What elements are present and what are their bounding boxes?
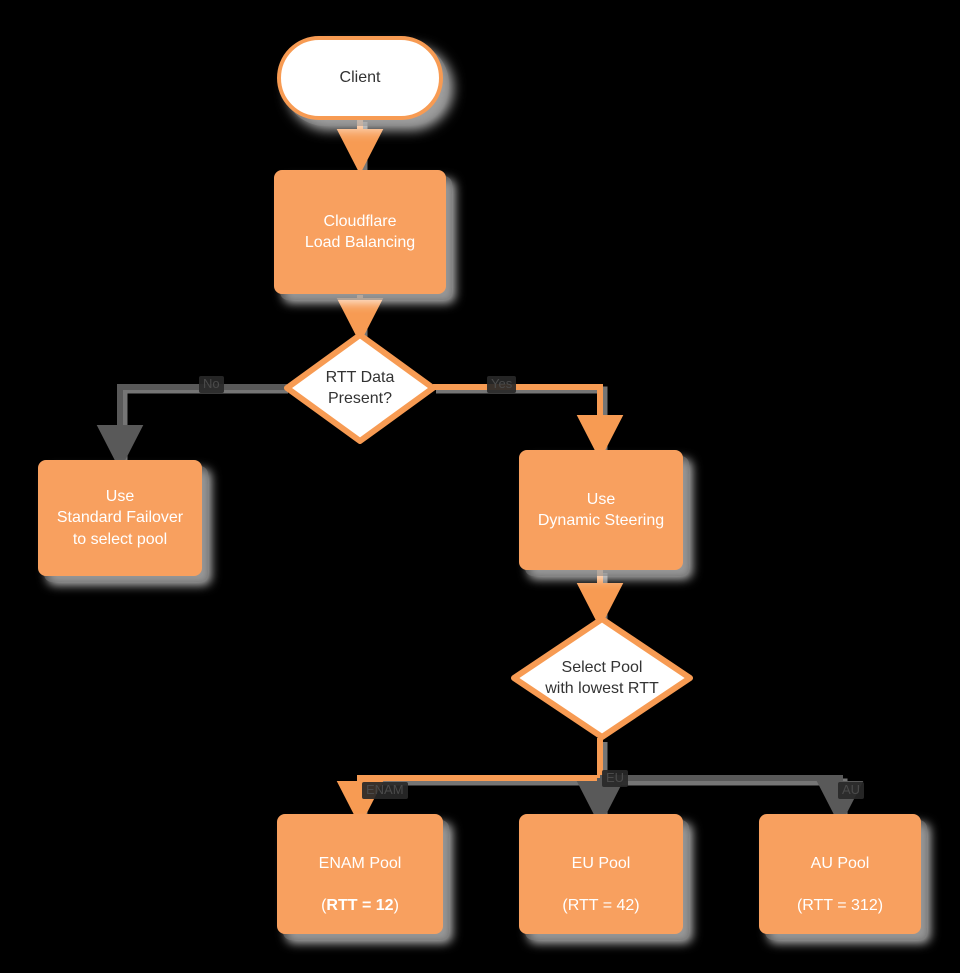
node-cloudflare-load-balancing[interactable]: Cloudflare Load Balancing xyxy=(274,170,446,294)
node-enam-pool-rtt: (RTT = 12) xyxy=(321,897,399,915)
node-select-pool-lowest-rtt[interactable]: Select Pool with lowest RTT xyxy=(511,616,693,740)
node-enam-pool-rtt-value: RTT = 12 xyxy=(326,897,394,915)
node-au-pool-rtt: (RTT = 312) xyxy=(796,897,884,915)
node-rtt-data-present-label: RTT Data Present? xyxy=(325,368,395,407)
node-client-label: Client xyxy=(339,69,381,87)
node-rtt-data-present[interactable]: RTT Data Present? xyxy=(284,332,436,444)
node-client[interactable]: Client xyxy=(277,36,443,120)
node-au-pool-text: AU Pool (RTT = 312) xyxy=(797,832,883,916)
edge-label-yes: Yes xyxy=(487,376,517,393)
edge-select-to-enam xyxy=(336,738,603,827)
edge-label-eu: EU xyxy=(602,770,629,787)
node-au-pool-name: AU Pool xyxy=(810,854,870,872)
node-dynamic-steering[interactable]: Use Dynamic Steering xyxy=(519,450,683,570)
node-eu-pool-text: EU Pool (RTT = 42) xyxy=(562,832,639,916)
edge-rtt-yes-to-dynamic xyxy=(433,384,624,461)
edge-label-no: No xyxy=(199,376,224,393)
node-enam-pool-name: ENAM Pool xyxy=(318,854,402,872)
node-dynamic-steering-label: Use Dynamic Steering xyxy=(537,490,665,529)
node-cloudflare-load-balancing-label: Cloudflare Load Balancing xyxy=(304,212,416,251)
node-eu-pool[interactable]: EU Pool (RTT = 42) xyxy=(519,814,683,934)
edge-label-au: AU xyxy=(838,782,865,799)
diamond-shape xyxy=(511,616,693,740)
edge-select-to-au xyxy=(600,775,864,827)
node-eu-pool-rtt: (RTT = 42) xyxy=(562,897,640,915)
node-standard-failover-label: Use Standard Failover to select pool xyxy=(56,488,184,548)
node-enam-pool-text: ENAM Pool (RTT = 12) xyxy=(319,832,402,916)
edge-label-enam: ENAM xyxy=(362,782,408,799)
edge-rtt-no-to-failover xyxy=(96,384,287,471)
node-au-pool[interactable]: AU Pool (RTT = 312) xyxy=(759,814,921,934)
node-standard-failover[interactable]: Use Standard Failover to select pool xyxy=(38,460,202,576)
node-enam-pool[interactable]: ENAM Pool (RTT = 12) xyxy=(277,814,443,934)
diamond-shape xyxy=(284,332,436,444)
node-eu-pool-name: EU Pool xyxy=(571,854,631,872)
node-select-pool-lowest-rtt-label: Select Pool with lowest RTT xyxy=(545,658,659,697)
